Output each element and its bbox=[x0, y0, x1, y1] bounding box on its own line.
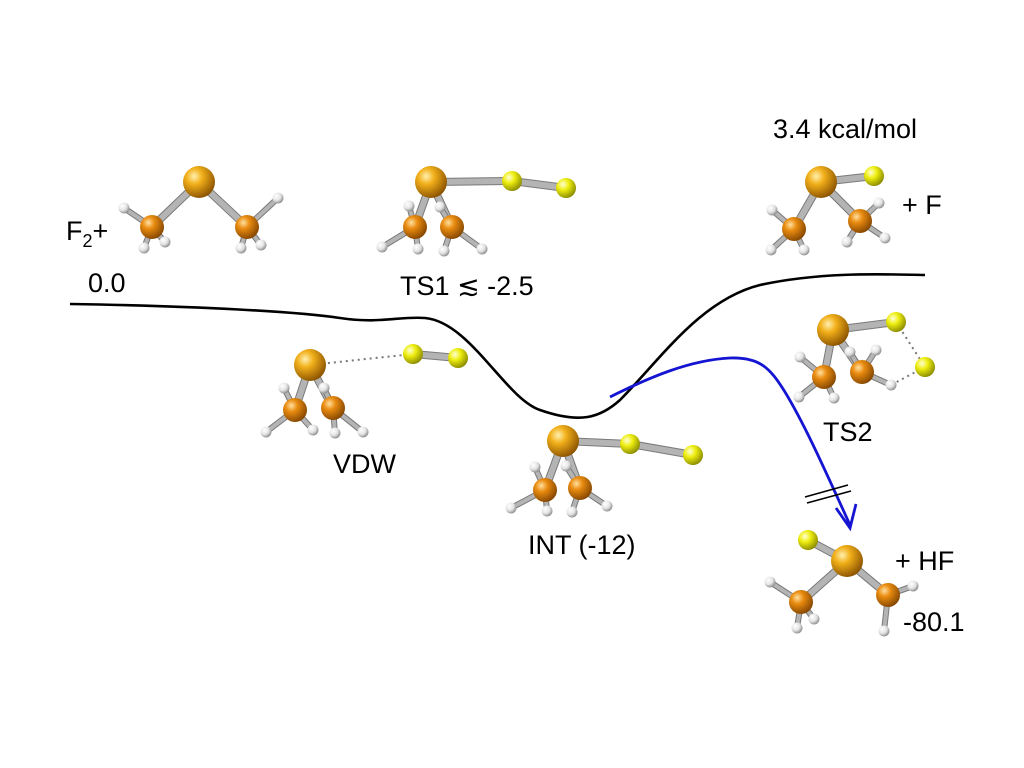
hydrogen-atom bbox=[438, 245, 450, 257]
int-molecule bbox=[505, 425, 703, 518]
hydrogen-atom bbox=[118, 202, 130, 214]
fluorine-atom bbox=[556, 178, 576, 198]
hydrogen-atom bbox=[529, 461, 541, 473]
hydrogen-atom bbox=[403, 200, 415, 212]
carbon-atom bbox=[789, 590, 813, 614]
hydrogen-atom bbox=[476, 243, 488, 255]
hydrogen-atom bbox=[873, 197, 885, 209]
hydrogen-atom bbox=[828, 392, 840, 404]
sulfur-atom bbox=[415, 166, 447, 198]
carbon-atom bbox=[782, 217, 806, 241]
int-label: INT (-12) bbox=[528, 530, 636, 560]
fluorine-atom bbox=[798, 530, 818, 550]
axis-break-mark-2 bbox=[806, 490, 852, 504]
carbon-atom bbox=[321, 396, 345, 420]
hydrogen-atom bbox=[793, 391, 805, 403]
hydrogen-atom bbox=[235, 242, 247, 254]
hydrogen-atom bbox=[808, 613, 820, 625]
hydrogen-atom bbox=[791, 622, 803, 634]
fluorine-atom bbox=[915, 357, 935, 377]
product-hf-label: + HF bbox=[895, 546, 954, 576]
hf-channel-path bbox=[609, 356, 852, 526]
sulfur-atom bbox=[547, 425, 579, 457]
hydrogen-atom bbox=[885, 379, 897, 391]
hydrogen-atom bbox=[329, 427, 341, 439]
product-f-energy-label: 3.4 kcal/mol bbox=[773, 114, 917, 144]
hydrogen-atom bbox=[560, 460, 572, 472]
hydrogen-atom bbox=[307, 424, 319, 436]
hydrogen-atom bbox=[434, 201, 446, 213]
fluorine-atom bbox=[886, 312, 906, 332]
axis-break-mark-1 bbox=[804, 484, 849, 498]
hydrogen-atom bbox=[159, 236, 171, 248]
carbon-atom bbox=[876, 583, 900, 607]
carbon-atom bbox=[140, 215, 164, 239]
carbon-atom bbox=[568, 476, 592, 500]
carbon-atom bbox=[848, 209, 872, 233]
ts1-molecule bbox=[376, 166, 576, 257]
reactant-label: F2+ bbox=[66, 216, 108, 251]
hydrogen-atom bbox=[798, 244, 810, 256]
hydrogen-atom bbox=[765, 244, 777, 256]
hydrogen-atom bbox=[794, 351, 806, 363]
fluorine-atom bbox=[683, 445, 703, 465]
vdw-label: VDW bbox=[333, 449, 397, 479]
carbon-atom bbox=[850, 360, 874, 384]
hydrogen-atom bbox=[766, 204, 778, 216]
hydrogen-atom bbox=[878, 625, 890, 637]
hydrogen-atom bbox=[841, 236, 853, 248]
reactant-molecule bbox=[118, 166, 284, 254]
hydrogen-atom bbox=[412, 243, 424, 255]
fluorine-atom bbox=[620, 434, 640, 454]
carbon-atom bbox=[533, 478, 557, 502]
hydrogen-atom bbox=[505, 502, 517, 514]
hydrogen-atom bbox=[255, 239, 267, 251]
sulfur-atom bbox=[831, 545, 863, 577]
sulfur-atom bbox=[294, 349, 326, 381]
hf-arrowhead bbox=[834, 503, 858, 532]
hydrogen-atom bbox=[357, 426, 369, 438]
hydrogen-atom bbox=[541, 505, 553, 517]
hydrogen-atom bbox=[260, 426, 272, 438]
fluorine-atom bbox=[502, 171, 522, 191]
reactant-energy-label: 0.0 bbox=[88, 268, 126, 298]
hydrogen-atom bbox=[844, 346, 856, 358]
hydrogen-atom bbox=[272, 192, 284, 204]
main-reaction-path bbox=[69, 272, 926, 420]
product-f-label: + F bbox=[902, 190, 942, 220]
ts2-label: TS2 bbox=[823, 417, 873, 447]
ts2-molecule bbox=[793, 312, 935, 404]
hydrogen-atom bbox=[318, 382, 330, 394]
hydrogen-atom bbox=[879, 232, 891, 244]
sulfur-atom bbox=[817, 314, 849, 346]
hydrogen-atom bbox=[138, 242, 150, 254]
fluorine-atom bbox=[864, 166, 884, 186]
product-hf-energy-label: -80.1 bbox=[903, 607, 965, 637]
hydrogen-atom bbox=[601, 500, 613, 512]
hydrogen-atom bbox=[907, 580, 919, 592]
hydrogen-atom bbox=[870, 344, 882, 356]
sulfur-atom bbox=[805, 166, 837, 198]
hydrogen-atom bbox=[278, 382, 290, 394]
hydrogen-atom bbox=[376, 241, 388, 253]
carbon-atom bbox=[283, 398, 307, 422]
hydrogen-atom bbox=[566, 506, 578, 518]
carbon-atom bbox=[403, 215, 427, 239]
vdw-molecule bbox=[260, 344, 468, 439]
product-f-molecule bbox=[765, 166, 891, 256]
hydrogen-atom bbox=[764, 576, 776, 588]
carbon-atom bbox=[235, 215, 259, 239]
fluorine-atom bbox=[403, 344, 423, 364]
product-hf-molecule bbox=[764, 530, 919, 637]
bond bbox=[627, 441, 696, 458]
carbon-atom bbox=[812, 365, 836, 389]
sulfur-atom bbox=[183, 166, 215, 198]
fluorine-atom bbox=[448, 348, 468, 368]
ts1-label: TS1 ≲ -2.5 bbox=[400, 271, 534, 301]
carbon-atom bbox=[440, 215, 464, 239]
